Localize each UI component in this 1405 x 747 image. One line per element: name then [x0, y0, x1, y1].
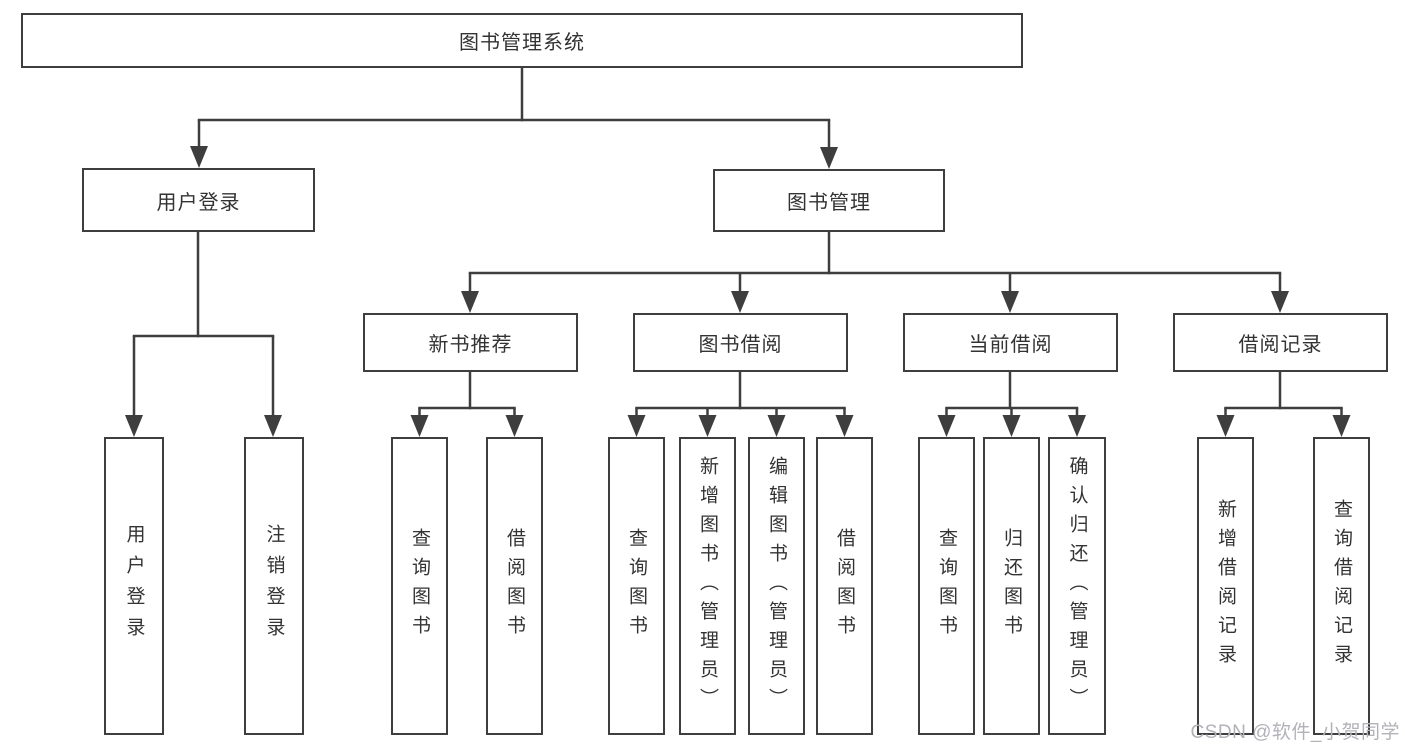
node-root-system: 图书管理系统 [21, 13, 1023, 68]
node-current-borrow: 当前借阅 [903, 313, 1118, 372]
leaf-add-borrow-record: 新增借阅记录 [1197, 437, 1254, 735]
leaf-query-books-current: 查询图书 [918, 437, 975, 735]
leaf-query-books-borrow: 查询图书 [608, 437, 665, 735]
leaf-confirm-return-admin: 确认归还（管理员） [1048, 437, 1106, 735]
leaf-user-login: 用户登录 [104, 437, 164, 735]
csdn-watermark: CSDN @软件_小贺同学 [1190, 722, 1400, 743]
leaf-add-books-admin: 新增图书（管理员） [679, 437, 736, 735]
leaf-borrow-books-recommend: 借阅图书 [486, 437, 543, 735]
leaf-query-borrow-record: 查询借阅记录 [1313, 437, 1370, 735]
node-new-book-recommend: 新书推荐 [363, 313, 578, 372]
leaf-return-books: 归还图书 [983, 437, 1040, 735]
leaf-borrow-books: 借阅图书 [816, 437, 873, 735]
node-book-borrow: 图书借阅 [633, 313, 848, 372]
leaf-query-books-recommend: 查询图书 [391, 437, 448, 735]
node-book-management: 图书管理 [713, 169, 945, 232]
node-borrow-records: 借阅记录 [1173, 313, 1388, 372]
node-user-login: 用户登录 [82, 168, 315, 232]
leaf-logout: 注销登录 [244, 437, 304, 735]
leaf-edit-books-admin: 编辑图书（管理员） [748, 437, 805, 735]
